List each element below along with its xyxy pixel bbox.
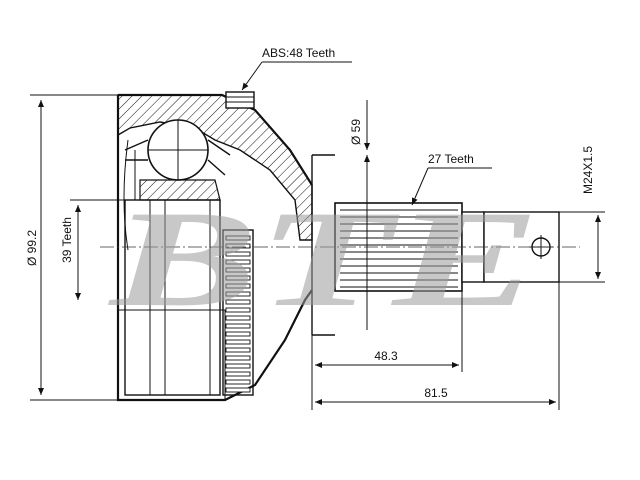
abs-ring [222,229,254,396]
abs-tooth [225,291,251,297]
abs-tooth [225,275,251,281]
abs-tooth [225,259,251,265]
abs-tooth [225,235,251,241]
spline-teeth-label: 27 Teeth [428,152,474,166]
abs-tooth [225,283,251,289]
joint-body [116,91,335,402]
shaft-length-label: 48.3 [374,349,398,363]
brand-watermark: BTE [107,182,540,335]
abs-tooth [225,339,251,345]
dimension-lines [30,61,605,410]
abs-tooth [225,331,251,337]
thread-label: M24X1.5 [581,146,595,194]
abs-tooth [225,379,251,385]
ball-cage [124,139,231,176]
abs-tooth [225,243,251,249]
abs-tooth [225,371,251,377]
abs-tooth [225,323,251,329]
abs-tooth [225,307,251,313]
inner-teeth-label: 39 Teeth [60,217,74,263]
abs-ring-teeth [225,235,251,393]
abs-tab [225,91,255,109]
abs-tooth [225,267,251,273]
abs-tooth [225,355,251,361]
shaft-shoulder [311,154,335,336]
outer-diameter-label: Ø 99.2 [25,230,39,266]
abs-tooth [225,347,251,353]
abs-tooth [225,387,251,393]
abs-tooth [225,363,251,369]
abs-teeth-label: ABS:48 Teeth [262,46,335,60]
abs-tooth [225,251,251,257]
abs-tooth [225,299,251,305]
bell-diameter-label: Ø 59 [349,119,363,145]
abs-tooth [225,315,251,321]
inner-ring-hatched [139,179,221,201]
overall-length-label: 81.5 [424,386,448,400]
